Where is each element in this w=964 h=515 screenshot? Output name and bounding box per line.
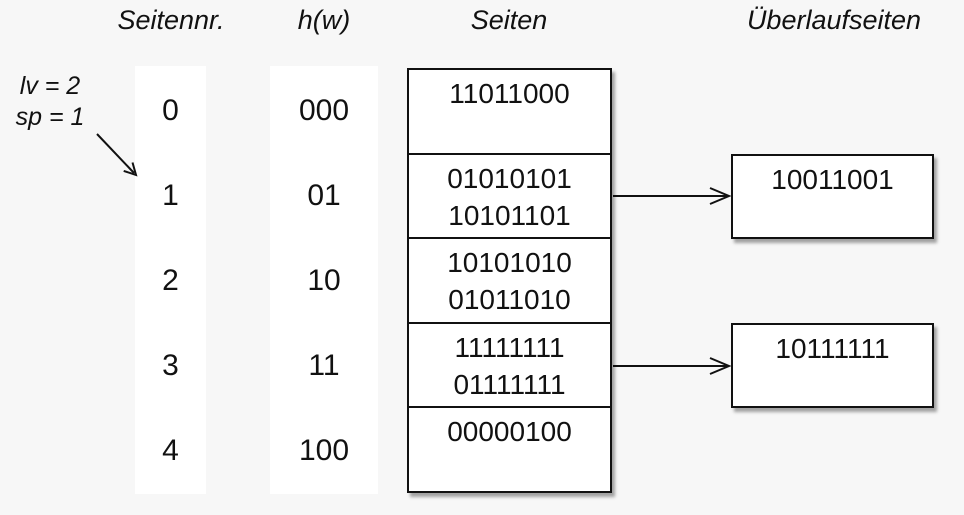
page-entry: 01010101 xyxy=(447,162,572,194)
column-header-seiten: Seiten xyxy=(470,5,548,35)
page-number: 3 xyxy=(162,348,179,382)
hash-value: 10 xyxy=(307,263,341,297)
column-header-seitennr: Seitennr. xyxy=(117,5,225,35)
page-number: 1 xyxy=(162,178,179,212)
page-number-column: 0 1 2 3 4 xyxy=(135,66,206,494)
primary-pages-table: 11011000 01010101 10101101 10101010 0101… xyxy=(407,68,612,493)
page-entry: 10101101 xyxy=(448,199,571,231)
overflow-arrow-row1-icon xyxy=(613,187,732,205)
page-cell-4: 00000100 xyxy=(409,406,610,491)
hash-value: 000 xyxy=(298,93,350,127)
overflow-entry: 10011001 xyxy=(771,164,894,195)
hash-value: 01 xyxy=(307,178,341,212)
split-pointer-value: sp = 1 xyxy=(15,103,85,131)
page-cell-3: 11111111 01111111 xyxy=(409,321,610,407)
level-value: lv = 2 xyxy=(19,72,81,100)
state-annotation: lv = 2 sp = 1 xyxy=(4,71,96,133)
split-pointer-arrow-icon xyxy=(96,133,138,177)
overflow-page-row3: 10111111 xyxy=(731,323,934,408)
hash-value: 100 xyxy=(298,433,350,467)
page-entry: 01111111 xyxy=(453,368,566,400)
page-cell-1: 01010101 10101101 xyxy=(409,152,610,238)
page-number: 2 xyxy=(162,263,179,297)
hash-value-column: 000 01 10 11 100 xyxy=(270,66,378,494)
page-cell-0: 11011000 xyxy=(409,70,610,153)
page-entry-empty xyxy=(409,112,610,149)
overflow-page-row1: 10011001 xyxy=(731,154,934,239)
page-number: 4 xyxy=(162,433,179,467)
page-entry: 11011000 xyxy=(449,78,570,109)
hash-value: 11 xyxy=(308,348,340,382)
column-header-ueberlaufseiten: Überlaufseiten xyxy=(746,5,922,35)
column-header-hash-function: h(w) xyxy=(297,5,351,35)
page-entry: 11111111 xyxy=(454,331,565,363)
page-entry: 10101010 xyxy=(447,247,572,279)
overflow-entry: 10111111 xyxy=(775,333,890,364)
page-cell-2: 10101010 01011010 xyxy=(409,237,610,322)
page-number: 0 xyxy=(162,93,179,127)
page-entry: 01011010 xyxy=(448,284,571,316)
page-entry: 00000100 xyxy=(447,416,572,448)
page-entry-empty xyxy=(409,450,610,487)
overflow-arrow-row3-icon xyxy=(613,357,732,375)
